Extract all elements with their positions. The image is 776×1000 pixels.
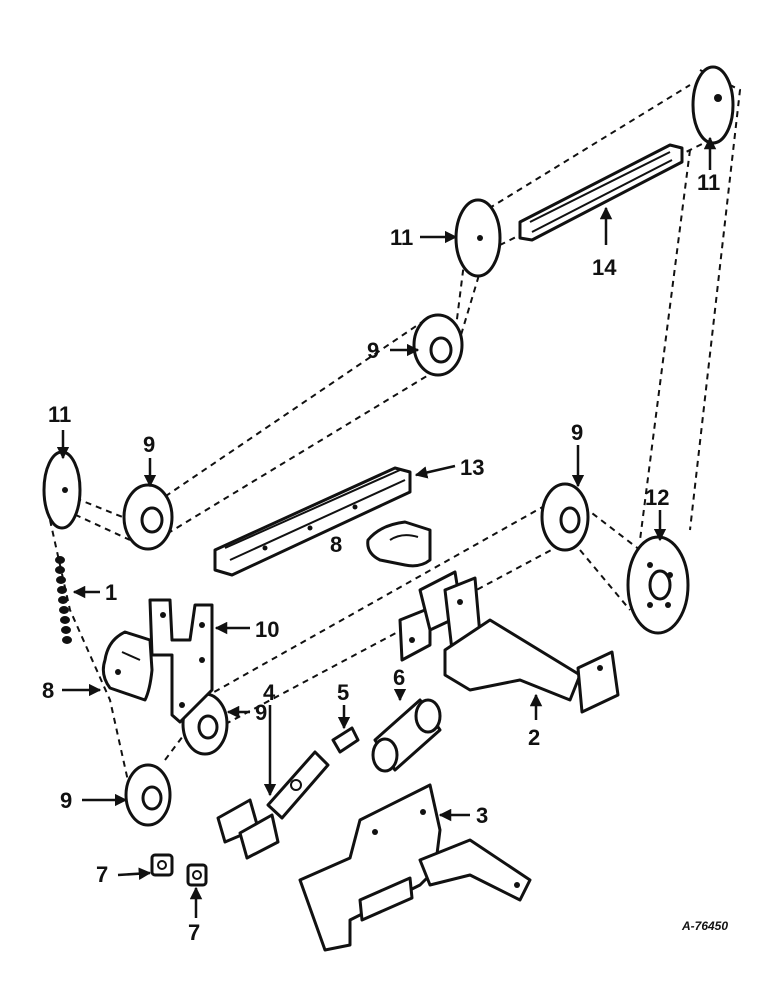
part-label-11: 11 bbox=[697, 170, 720, 195]
mounting-bracket-3 bbox=[298, 783, 532, 952]
nut-7-bottom bbox=[186, 863, 208, 887]
part-label-3: 3 bbox=[476, 803, 488, 828]
sleeve-6 bbox=[371, 698, 442, 773]
part-label-9: 9 bbox=[255, 700, 267, 725]
rail-13 bbox=[213, 466, 412, 577]
idler-sprocket-9-upper bbox=[412, 313, 464, 377]
part-label-9: 9 bbox=[60, 788, 72, 813]
part-label-13: 13 bbox=[460, 455, 484, 480]
bracket-10 bbox=[148, 598, 214, 724]
part-label-10: 10 bbox=[255, 617, 279, 642]
roller-chain bbox=[55, 556, 72, 644]
part-label-12: 12 bbox=[645, 485, 669, 510]
part-labels: 11 11 14 9 11 9 9 13 12 8 1 10 8 6 9 5 2… bbox=[42, 170, 728, 945]
part-label-11: 11 bbox=[48, 402, 71, 427]
sprocket-12 bbox=[626, 535, 690, 635]
pin-5 bbox=[331, 726, 360, 754]
support-2 bbox=[398, 570, 620, 714]
part-label-8: 8 bbox=[42, 678, 54, 703]
part-label-7: 7 bbox=[188, 920, 200, 945]
idler-sprocket-9-left bbox=[122, 483, 174, 551]
shaft-4 bbox=[216, 750, 330, 860]
part-label-14: 14 bbox=[592, 255, 617, 280]
idler-sprocket-9-bottom bbox=[124, 763, 172, 827]
idler-sprocket-9-right bbox=[540, 482, 590, 552]
part-label-9: 9 bbox=[367, 338, 379, 363]
bearing-8-lower bbox=[101, 630, 154, 702]
part-label-9: 9 bbox=[143, 432, 155, 457]
part-label-9: 9 bbox=[571, 420, 583, 445]
part-label-2: 2 bbox=[528, 725, 540, 750]
rail-14 bbox=[518, 143, 684, 242]
bearing-8-upper bbox=[366, 520, 432, 568]
part-label-11: 11 bbox=[390, 225, 413, 250]
sprocket-11-upper bbox=[454, 198, 502, 278]
sprocket-11-left bbox=[42, 450, 82, 530]
drawing-number: A-76450 bbox=[681, 919, 728, 933]
part-label-7: 7 bbox=[96, 862, 108, 887]
sprocket-11-top-right bbox=[691, 65, 735, 145]
part-label-4: 4 bbox=[263, 680, 276, 705]
part-label-6: 6 bbox=[393, 665, 405, 690]
part-label-8: 8 bbox=[330, 532, 342, 557]
nut-7-left bbox=[150, 853, 174, 877]
part-label-5: 5 bbox=[337, 680, 349, 705]
part-label-1: 1 bbox=[105, 580, 117, 605]
leader-lines bbox=[56, 136, 717, 918]
